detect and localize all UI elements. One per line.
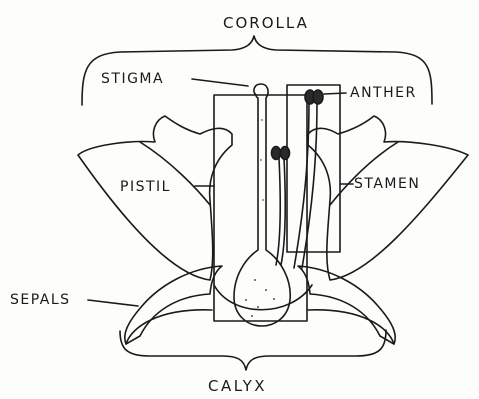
anther-short	[272, 147, 290, 160]
filament-tall-2	[302, 102, 317, 268]
stamen-label: STAMEN	[354, 177, 420, 191]
pistil-label: PISTIL	[120, 180, 171, 194]
calyx-brace	[120, 330, 386, 370]
ovary-texture	[245, 119, 275, 317]
right-sepal-inner	[308, 310, 394, 344]
anther-leader	[324, 93, 346, 94]
filament-short-2	[281, 158, 285, 265]
left-petal-vein	[140, 142, 210, 205]
corolla-label: COROLLA	[223, 16, 309, 31]
filament-short	[276, 158, 280, 265]
stigma-label: STIGMA	[101, 72, 164, 86]
left-sepal-inner	[126, 310, 212, 344]
left-petal	[78, 116, 232, 280]
receptacle	[214, 285, 312, 310]
left-sepal	[125, 266, 222, 344]
anther-tall	[305, 90, 323, 104]
calyx-label: CALYX	[208, 379, 267, 394]
right-petal	[308, 116, 468, 280]
pistil-box	[214, 95, 307, 321]
anther-label: ANTHER	[350, 86, 417, 100]
sepals-leader	[88, 300, 138, 306]
stamen-box	[287, 85, 340, 252]
stigma-leader	[192, 79, 248, 86]
right-sepal	[298, 266, 395, 344]
sepals-label: SEPALS	[10, 293, 71, 307]
